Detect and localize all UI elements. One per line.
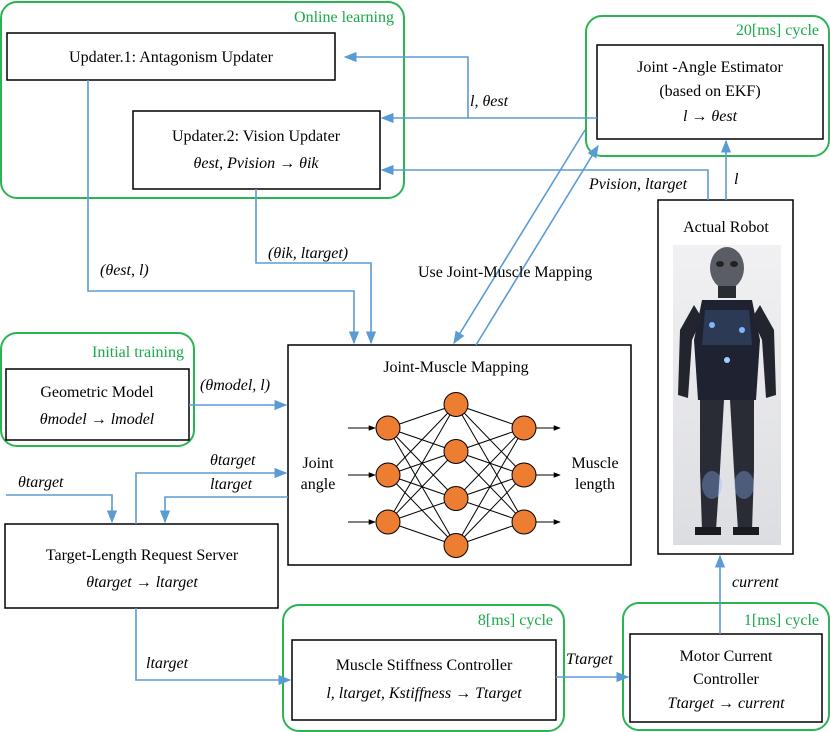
nn-hidden-node: [443, 486, 469, 511]
connections: [6, 51, 732, 686]
msc-formula: l, ltarget, Kstiffness → Ttarget: [326, 685, 522, 702]
antagonism-updater-label: Updater.1: Antagonism Updater: [69, 49, 274, 66]
arrow-mapping-to-server: [159, 496, 288, 524]
label-l-theta-est: l, θest: [470, 93, 509, 110]
nn-input-node: [375, 415, 401, 441]
msc-title: Muscle Stiffness Controller: [336, 657, 513, 674]
estimator-subtitle: (based on EKF): [659, 83, 760, 100]
label-l-target-from-map: ltarget: [210, 476, 253, 493]
label-l-target-to-msc: ltarget: [146, 655, 189, 672]
neural-network: [348, 392, 561, 558]
label-theta-model-l: (θmodel, l): [200, 377, 270, 394]
mcc-title-2: Controller: [693, 671, 759, 688]
nn-output-node: [511, 462, 537, 488]
label-theta-ik-ltarget: (θik, ltarget): [268, 245, 348, 262]
nn-connection: [455, 474, 525, 546]
group-title-1ms: 1[ms] cycle: [744, 612, 819, 629]
group-online-learning: Online learning: [0, 1, 405, 199]
joint-angle-estimator-box: Joint -Angle Estimator (based on EKF) l …: [596, 44, 824, 140]
nn-connection: [387, 451, 457, 523]
server-formula: θtarget → ltarget: [86, 574, 198, 591]
arrow-server-to-msc: [135, 608, 292, 686]
joint-muscle-mapping-box: Joint-Muscle Mapping Joint angle Muscle …: [287, 344, 632, 566]
edge-labels: l, θest Pvision, ltarget l (θest, l) (θi…: [18, 93, 779, 672]
actual-robot-box: Actual Robot: [657, 199, 794, 555]
geometric-model-formula: θmodel → lmodel: [40, 411, 155, 428]
target-length-server-box: Target-Length Request Server θtarget → l…: [4, 523, 279, 609]
label-theta-target-to-map: θtarget: [210, 452, 256, 469]
nn-connection: [455, 427, 525, 546]
nn-input-label-2: angle: [301, 476, 336, 493]
muscle-stiffness-controller-box: Muscle Stiffness Controller l, ltarget, …: [291, 639, 557, 721]
geometric-model-title: Geometric Model: [40, 384, 154, 401]
mcc-title-1: Motor Current: [680, 648, 773, 665]
label-pvision-ltarget: Pvision, ltarget: [588, 176, 688, 193]
label-t-target: Ttarget: [566, 651, 613, 668]
nn-output-node: [511, 415, 537, 441]
arrow-antagonism-to-mapping: [87, 80, 360, 345]
vision-updater-title: Updater.2: Vision Updater: [172, 128, 341, 145]
nn-connection: [387, 404, 457, 523]
server-title: Target-Length Request Server: [46, 547, 239, 564]
group-initial-training: Initial training: [0, 332, 195, 447]
nn-hidden-node: [443, 392, 469, 417]
group-title-online-learning: Online learning: [294, 9, 394, 26]
arrow-estimator-to-mapping: [453, 129, 586, 345]
nn-input-label-1: Joint: [302, 455, 334, 472]
geometric-model-box: Geometric Model θmodel → lmodel: [5, 368, 190, 441]
estimator-title: Joint -Angle Estimator: [637, 59, 783, 76]
mapping-title: Joint-Muscle Mapping: [383, 359, 528, 376]
motor-current-controller-box: Motor Current Controller Ttarget → curre…: [629, 633, 823, 723]
group-20ms-cycle: 20[ms] cycle: [585, 15, 830, 157]
nn-hidden-node: [443, 439, 469, 464]
group-8ms-cycle: 8[ms] cycle: [282, 604, 565, 732]
nn-output-node: [511, 509, 537, 535]
arrow-theta-target-input: [6, 494, 118, 524]
arrow-mapping-to-estimator: [475, 144, 599, 346]
nn-input-node: [375, 462, 401, 488]
robot-photo: [673, 245, 781, 545]
antagonism-updater-box: Updater.1: Antagonism Updater: [6, 32, 336, 81]
vision-updater-box: Updater.2: Vision Updater θest, Pvision …: [132, 110, 381, 190]
nn-connection: [455, 427, 525, 499]
group-title-initial-training: Initial training: [92, 344, 184, 361]
group-title-20ms: 20[ms] cycle: [736, 22, 819, 39]
label-l-robot: l: [734, 171, 739, 188]
mcc-formula: Ttarget → current: [667, 695, 785, 712]
label-theta-target-input: θtarget: [18, 474, 64, 491]
nn-output-label-1: Muscle: [571, 455, 618, 472]
label-use-mapping: Use Joint-Muscle Mapping: [418, 264, 592, 281]
nn-connection: [387, 404, 457, 476]
actual-robot-title: Actual Robot: [683, 219, 769, 236]
arrow-robot-to-vision: [380, 164, 709, 200]
group-1ms-cycle: 1[ms] cycle: [622, 602, 830, 731]
label-theta-est-l: (θest, l): [100, 262, 149, 279]
label-current: current: [732, 574, 779, 591]
arrow-estimator-to-antagonism: [343, 51, 597, 119]
group-title-8ms: 8[ms] cycle: [478, 612, 553, 629]
vision-updater-formula: θest, Pvision → θik: [193, 155, 319, 172]
arrow-server-to-mapping: [135, 467, 288, 524]
arrow-vision-to-mapping: [255, 189, 377, 345]
nn-output-label-2: length: [575, 476, 615, 493]
nn-hidden-node: [443, 533, 469, 558]
estimator-formula: l → θest: [683, 108, 738, 125]
nn-input-node: [375, 509, 401, 535]
